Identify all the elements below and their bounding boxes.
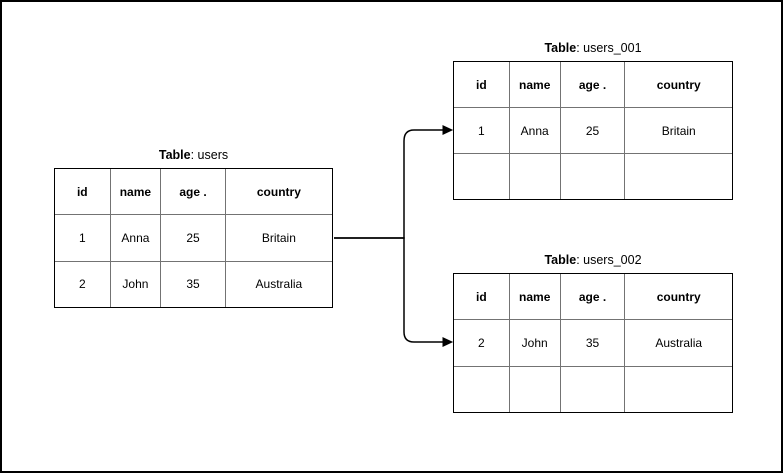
header-cell-name: name bbox=[109, 169, 161, 215]
table-users-header-row: id name age . country bbox=[55, 169, 332, 215]
header-cell-age: age . bbox=[559, 62, 625, 107]
cell-id: 1 bbox=[78, 230, 86, 245]
cell-id bbox=[454, 367, 509, 412]
connector-users-to-users001 bbox=[334, 125, 454, 239]
cell-country: Australia bbox=[224, 261, 332, 307]
cell-age: 35 bbox=[559, 320, 625, 366]
table-users002-title-name: : users_002 bbox=[576, 253, 642, 267]
cell-name: Anna bbox=[109, 215, 161, 261]
header-cell-id: id bbox=[476, 289, 487, 304]
cell-country bbox=[624, 154, 732, 199]
cell-id bbox=[454, 154, 509, 199]
header-cell-name: name bbox=[508, 274, 560, 320]
table-users002: id name age . country 2 John 35 Australi… bbox=[453, 273, 733, 413]
header-cell-country: country bbox=[624, 274, 732, 320]
header-cell-name: name bbox=[508, 62, 560, 107]
header-cell-age: age . bbox=[160, 169, 225, 215]
cell-id: 1 bbox=[478, 123, 485, 138]
cell-age bbox=[559, 154, 625, 199]
header-cell-id: id bbox=[76, 184, 88, 199]
header-cell-country: country bbox=[224, 169, 332, 215]
table-users-row-1: 1 Anna 25 Britain bbox=[55, 214, 332, 261]
cell-age bbox=[559, 366, 625, 412]
cell-id: 2 bbox=[78, 277, 86, 292]
cell-name bbox=[508, 366, 560, 412]
table-users002-title-prefix: Table bbox=[544, 253, 577, 267]
cell-name bbox=[508, 154, 560, 199]
cell-age: 25 bbox=[559, 108, 625, 153]
table-users002-row-1: 2 John 35 Australia bbox=[454, 319, 732, 366]
cell-country: Britain bbox=[624, 108, 732, 153]
header-cell-id: id bbox=[476, 77, 487, 92]
table-users001-row-empty bbox=[454, 153, 732, 199]
header-cell-country: country bbox=[624, 62, 732, 107]
table-users-title-name: : users bbox=[190, 148, 229, 162]
header-cell-age: age . bbox=[559, 274, 625, 320]
cell-country: Australia bbox=[624, 320, 732, 366]
table-users001-header-row: id name age . country bbox=[454, 62, 732, 107]
table-users: id name age . country 1 Anna 25 Britain … bbox=[54, 168, 333, 308]
cell-id: 2 bbox=[478, 335, 485, 350]
cell-country: Britain bbox=[224, 215, 332, 261]
cell-name: John bbox=[109, 261, 161, 307]
cell-country bbox=[624, 366, 732, 412]
table-users-title: Table: users bbox=[54, 148, 333, 163]
arrowhead-users001 bbox=[442, 125, 454, 135]
table-users001-title-prefix: Table bbox=[544, 41, 577, 55]
table-users001-title-name: : users_001 bbox=[576, 41, 642, 55]
table-users002-row-empty bbox=[454, 365, 732, 412]
arrowhead-users002 bbox=[442, 337, 454, 347]
cell-age: 25 bbox=[160, 215, 225, 261]
cell-name: Anna bbox=[508, 108, 560, 153]
table-users001-row-1: 1 Anna 25 Britain bbox=[454, 107, 732, 153]
cell-name: John bbox=[508, 320, 560, 366]
cell-age: 35 bbox=[160, 261, 225, 307]
table-users002-header-row: id name age . country bbox=[454, 274, 732, 320]
table-users002-title: Table: users_002 bbox=[453, 253, 733, 268]
connector-users-to-users002 bbox=[334, 237, 454, 347]
table-users-row-2: 2 John 35 Australia bbox=[55, 260, 332, 307]
table-users001: id name age . country 1 Anna 25 Britain bbox=[453, 61, 733, 200]
table-users001-title: Table: users_001 bbox=[453, 41, 733, 56]
table-users-title-prefix: Table bbox=[158, 148, 191, 162]
